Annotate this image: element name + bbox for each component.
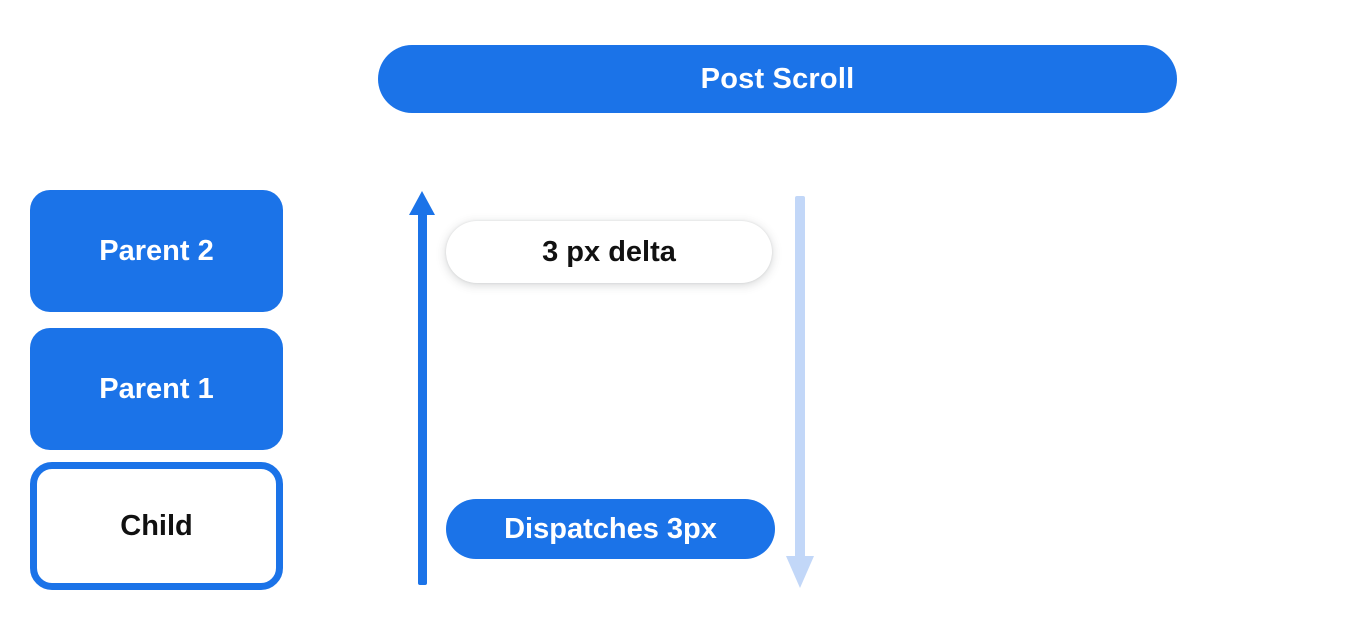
- arrow-up-icon: [409, 191, 435, 215]
- node-parent-2-label: Parent 2: [99, 234, 214, 267]
- node-parent-1: Parent 1: [30, 328, 283, 450]
- arrow-down-shaft: [795, 196, 805, 558]
- arrow-up-shaft: [418, 212, 427, 585]
- dispatches-pill: Dispatches 3px: [446, 499, 775, 559]
- node-parent-2: Parent 2: [30, 190, 283, 312]
- arrow-down-icon: [786, 556, 814, 588]
- post-scroll-pill: Post Scroll: [378, 45, 1177, 113]
- dispatches-pill-label: Dispatches 3px: [504, 512, 717, 545]
- post-scroll-label: Post Scroll: [700, 62, 855, 95]
- node-child-label: Child: [120, 509, 193, 542]
- delta-pill: 3 px delta: [446, 221, 772, 283]
- node-parent-1-label: Parent 1: [99, 372, 214, 405]
- delta-pill-label: 3 px delta: [542, 235, 676, 268]
- node-child: Child: [30, 462, 283, 590]
